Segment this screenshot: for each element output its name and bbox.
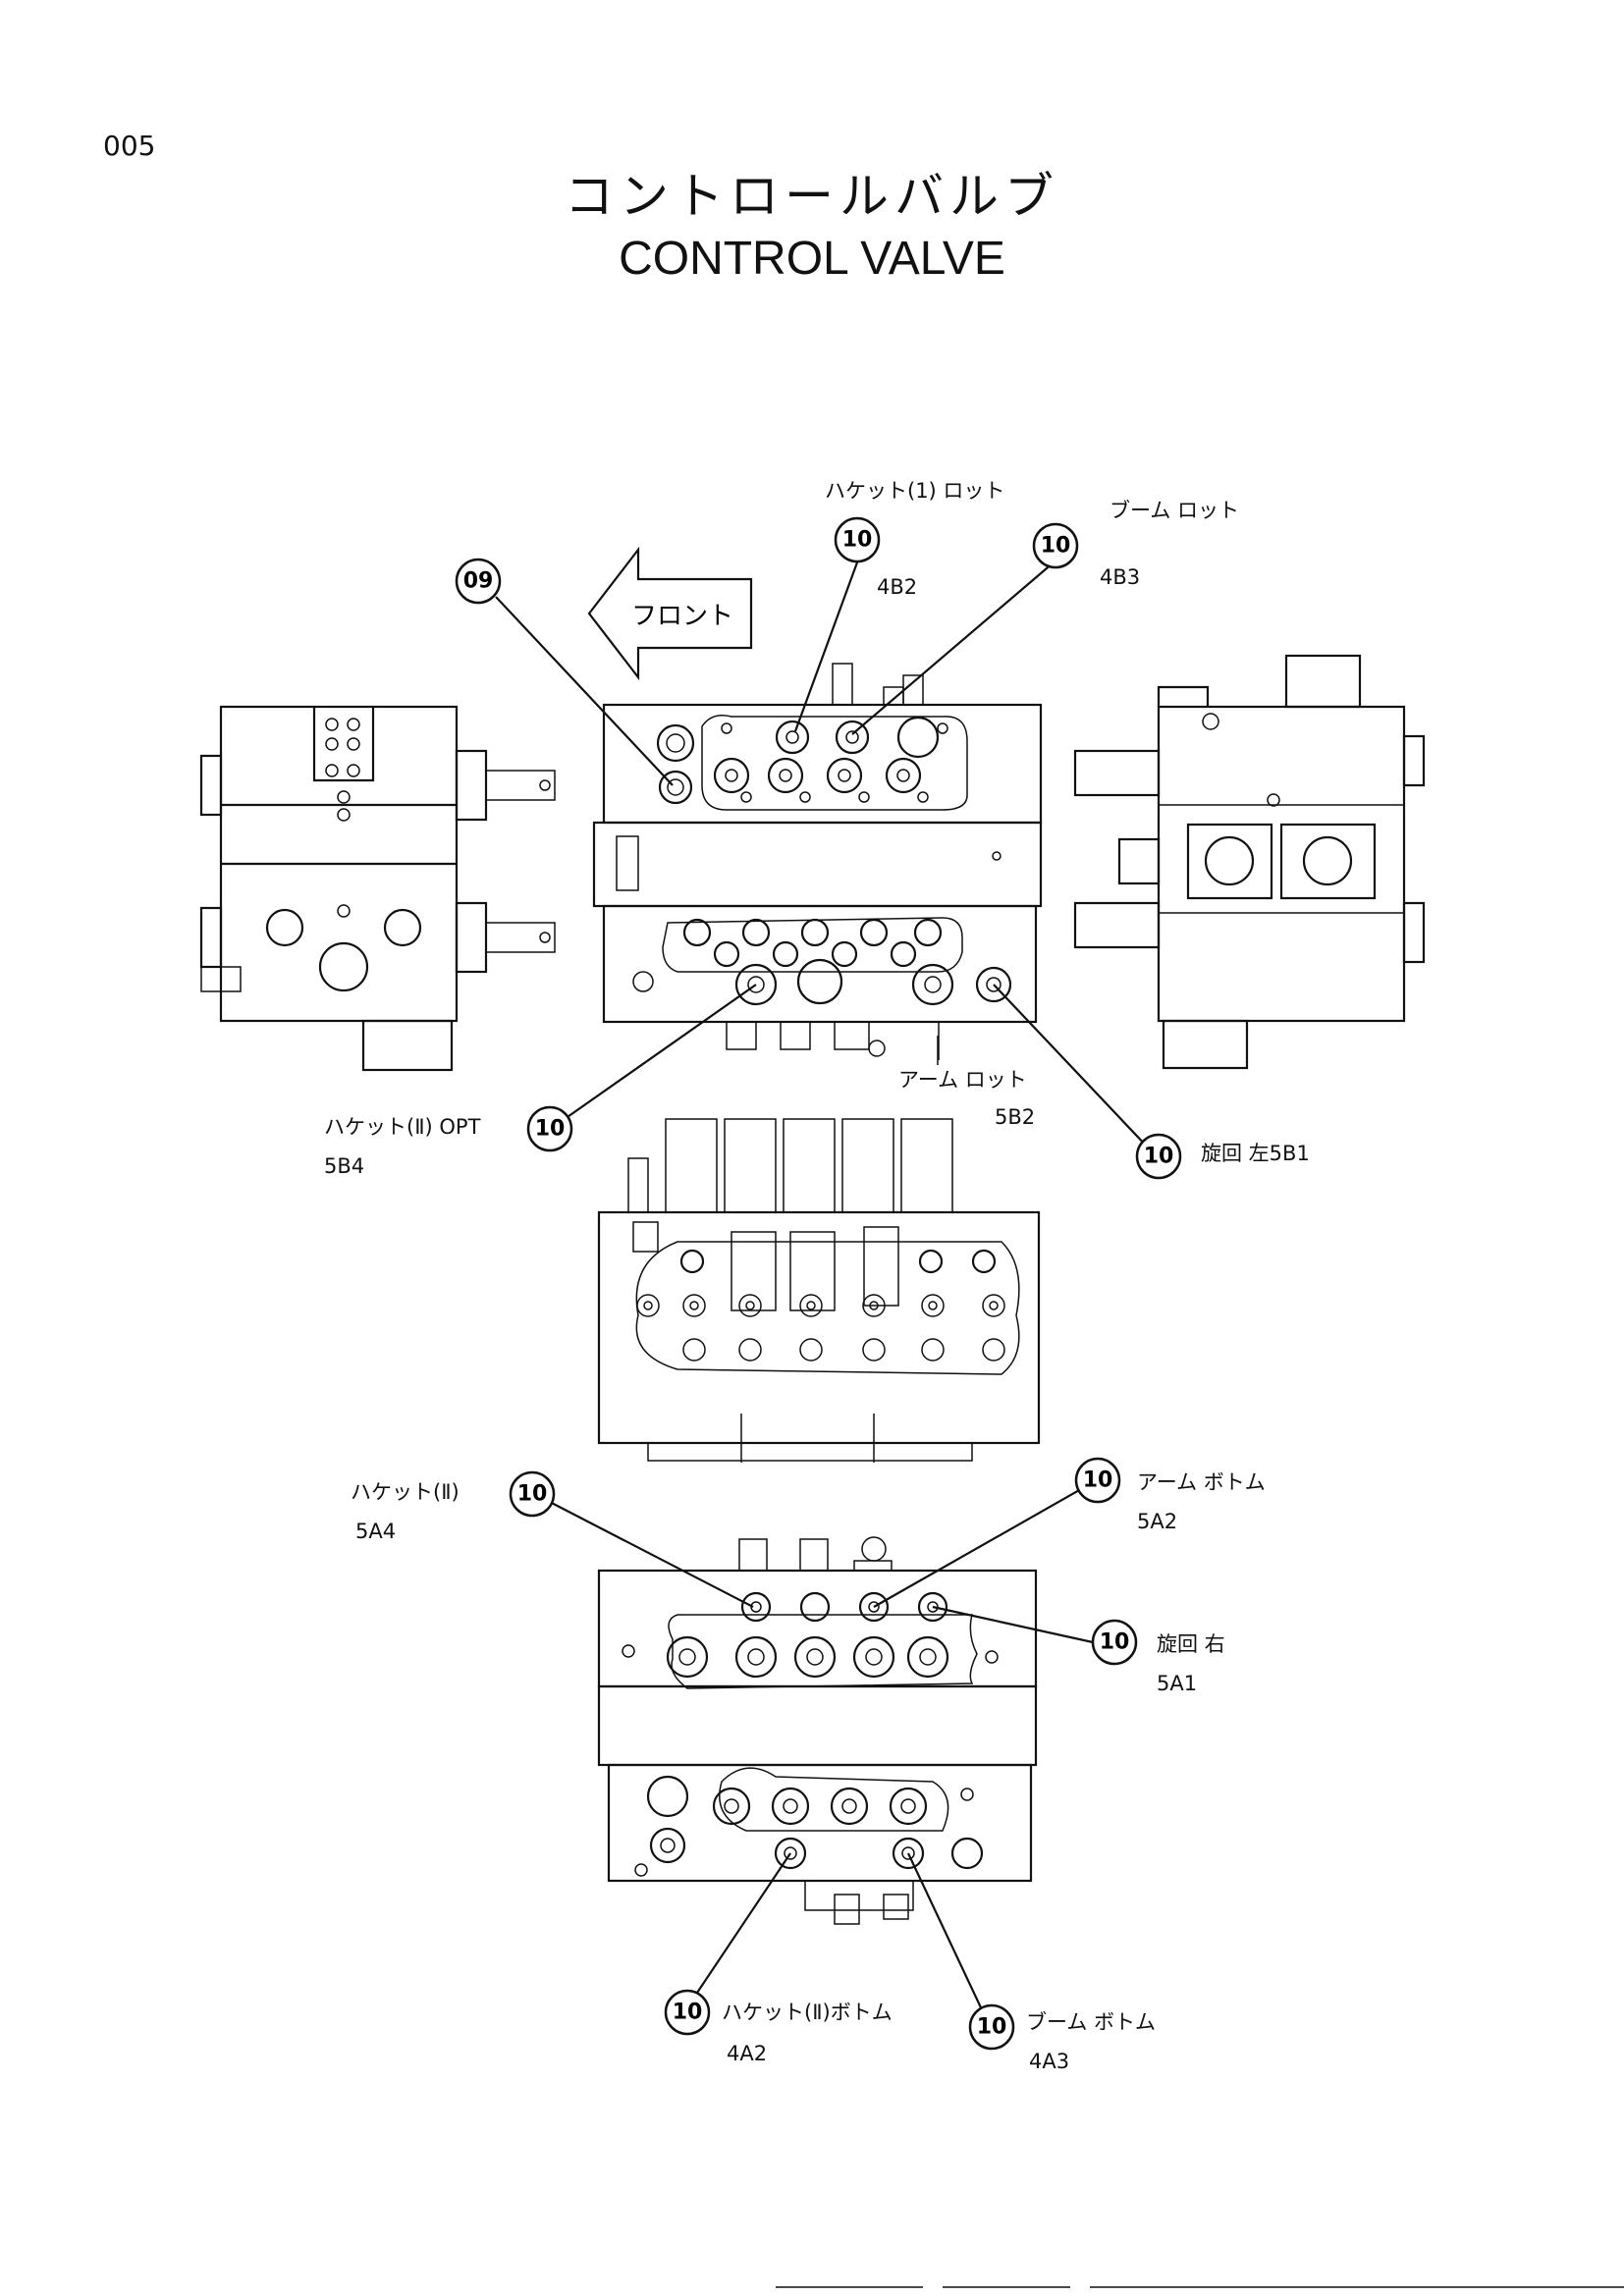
callout-code-5b2: 5B2 (995, 1105, 1036, 1129)
svg-text:10: 10 (673, 2001, 703, 2025)
title-japanese: コントロールバルブ (565, 168, 1059, 225)
valve-bottom-view (597, 1536, 1038, 1925)
callout-code-4b3: 4B3 (1100, 565, 1141, 589)
callout-code-4a3: 4A3 (1029, 2050, 1070, 2073)
page-number: 005 (103, 130, 156, 162)
callout-label-arm-rod: アーム ロット (898, 1068, 1027, 1092)
svg-text:10: 10 (1144, 1145, 1174, 1169)
callout-10-4a3: 10 (968, 2003, 1015, 2051)
valve-top-view (592, 663, 1043, 1060)
callout-10-4b2: 10 (834, 516, 881, 563)
svg-text:10: 10 (517, 1482, 548, 1507)
title-english: CONTROL VALVE (619, 233, 1005, 285)
callout-label-bucket2-opt: ハケット(Ⅱ) OPT (324, 1115, 481, 1139)
callout-label-bucket2-bottom: ハケット(Ⅱ)ボトム (722, 2001, 893, 2024)
valve-middle-view (597, 1118, 1041, 1463)
callout-label-boom-bottom: ブーム ボトム (1026, 2010, 1157, 2034)
leader-lines (495, 561, 1150, 2021)
callout-10-5a2: 10 (1074, 1457, 1121, 1504)
callout-code-5a4: 5A4 (355, 1520, 397, 1543)
valve-left-side-view (199, 705, 556, 1072)
callout-10-4a2: 10 (664, 1989, 711, 2036)
svg-text:10: 10 (977, 2015, 1007, 2040)
callout-10-4b3: 10 (1032, 522, 1079, 569)
callout-label-boom-rod: ブーム ロット (1110, 499, 1240, 522)
callout-label-bucket2: ハケット(Ⅱ) (351, 1480, 460, 1504)
callout-label-swing-left: 旋回 左5B1 (1201, 1142, 1310, 1165)
front-arrow: フロント (587, 546, 753, 681)
callout-code-4a2: 4A2 (727, 2042, 768, 2065)
front-arrow-label: フロント (631, 602, 733, 631)
svg-text:10: 10 (1100, 1630, 1130, 1655)
svg-text:10: 10 (535, 1117, 566, 1142)
svg-text:10: 10 (1083, 1468, 1113, 1493)
svg-text:09: 09 (463, 569, 494, 594)
callout-10-5a4: 10 (509, 1470, 556, 1518)
callout-label-bucket1-rod: ハケット(1) ロット (825, 479, 1005, 503)
callout-label-arm-bottom: アーム ボトム (1137, 1470, 1266, 1494)
callout-09: 09 (455, 558, 502, 605)
svg-text:10: 10 (842, 528, 873, 553)
callout-code-4b2: 4B2 (877, 575, 918, 599)
callout-code-5a1: 5A1 (1157, 1672, 1198, 1695)
callout-10-5b1: 10 (1135, 1133, 1182, 1180)
valve-right-side-view (1073, 654, 1426, 1070)
svg-text:10: 10 (1041, 534, 1071, 559)
callout-code-5a2: 5A2 (1137, 1510, 1178, 1533)
callout-code-5b4: 5B4 (324, 1154, 365, 1178)
callout-label-swing-right: 旋回 右 (1157, 1632, 1225, 1656)
callout-10-5a1: 10 (1091, 1619, 1138, 1666)
callout-10-5b4: 10 (526, 1105, 573, 1152)
